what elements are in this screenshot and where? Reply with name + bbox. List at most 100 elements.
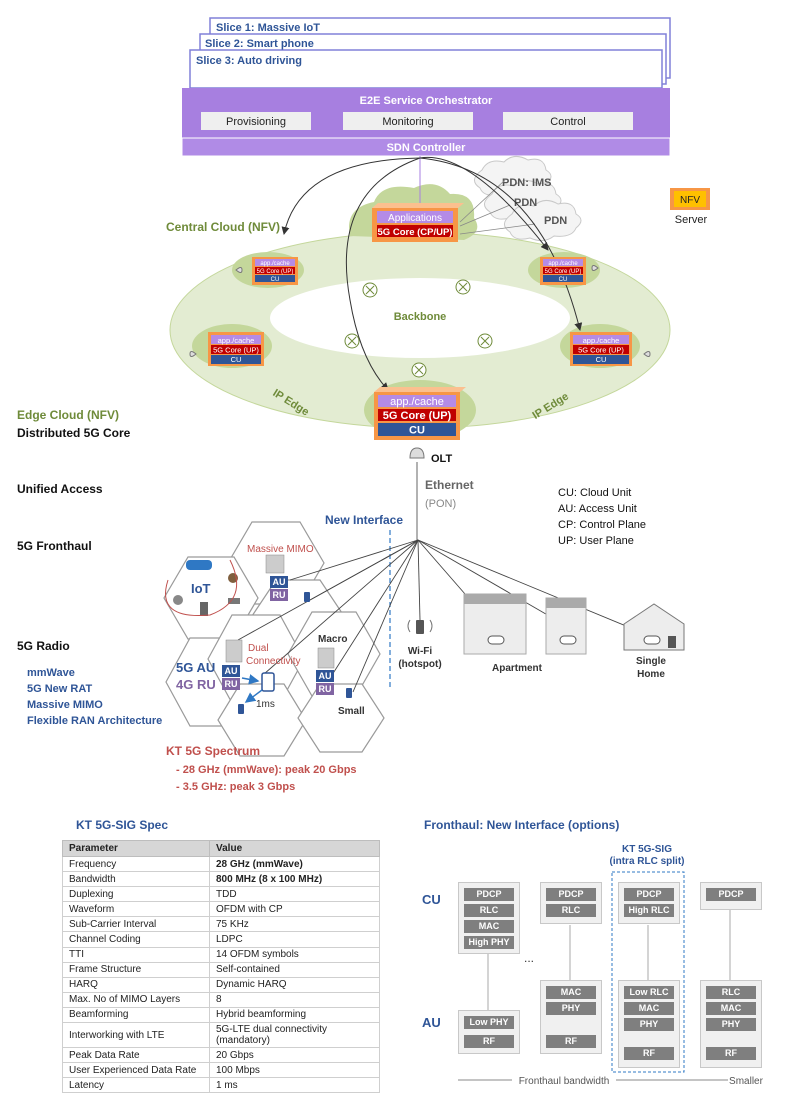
server-legend-label: Server [675,214,708,226]
massive-mimo-label: Massive MIMO [247,544,314,555]
spec-value: 28 GHz (mmWave) [209,855,380,873]
spec-param: Latency [62,1077,210,1094]
home-label-2: Home [637,669,665,680]
au-big-label: 5G AU [176,660,215,675]
macro-label: Macro [318,634,347,645]
tl-core-label: 5G Core (UP) [257,269,294,275]
wifi-ap-icon [416,620,424,634]
monitoring-label: Monitoring [382,116,433,128]
option-2-cu: PDCP RLC [540,882,602,924]
tr-app-label: app./cache [548,261,578,267]
small-cell-icons [238,592,352,714]
spec-header-value: Value [209,840,380,857]
au-label-2: AU [225,666,238,676]
edge-server-top-right: app./cache 5G Core (UP) CU [540,257,586,285]
iot-link-curve [165,559,238,617]
provisioning-box [201,112,311,130]
spec-param: Sub-Carrier Interval [62,916,210,933]
l-core-label: 5G Core (UP) [213,346,259,355]
option-connectors [487,910,731,1010]
monitoring-box [343,112,473,130]
control-box [503,112,633,130]
spec-param: Frame Structure [62,961,210,978]
spec-param: Duplexing [62,886,210,903]
l-app-label: app./cache [218,336,255,345]
option-3-au-item: PHY [624,1018,674,1031]
feature-flexible-ran: Flexible RAN Architecture [27,715,162,727]
latency-label: 1ms [256,699,275,710]
option-2-cu-item: RLC [546,904,596,917]
olt-label: OLT [431,453,452,465]
legend-cu: CU: Cloud Unit [558,487,631,499]
control-label: Control [550,116,585,128]
b-core-label: 5G Core (UP) [383,410,452,422]
radio-label: 5G Radio [17,639,70,653]
spec-param: Beamforming [62,1006,210,1024]
small-label: Small [338,706,365,717]
dc-arrow-1 [241,674,260,685]
edge-server-left: app./cache 5G Core (UP) CU [208,332,264,366]
ru-label-3: RU [319,684,332,694]
pdn-label-1: PDN [514,197,537,209]
spec-header-param: Parameter [62,840,210,857]
slice-3-box [189,49,663,89]
tl-cu-label: CU [271,277,280,283]
spec-param: Frequency [62,855,210,873]
nfv-legend-label: NFV [680,195,700,206]
spectrum-item-2: - 3.5 GHz: peak 3 Gbps [176,781,295,793]
spec-param: Waveform [62,901,210,918]
cu-row-label: CU [422,892,441,907]
option-1-cu: PDCP RLC MAC High PHY [458,882,520,954]
option-1-au-item: Low PHY [464,1016,514,1029]
central-server: Applications 5G Core (CP/UP) [372,203,464,242]
r-cu-label: CU [596,355,607,364]
central-core-label: 5G Core (CP/UP) [378,227,453,238]
option-4-au-item: RF [706,1047,756,1060]
handset-icon [261,672,275,692]
option-2-cu-item: PDCP [546,888,596,901]
iot-label: IoT [191,581,211,596]
spectrum-item-1: - 28 GHz (mmWave): peak 20 Gbps [176,764,357,776]
r-core-label: 5G Core (UP) [578,346,624,355]
tl-app-label: app./cache [260,261,290,267]
unified-access-label: Unified Access [17,482,103,496]
orchestrator: E2E Service Orchestrator Provisioning Mo… [181,88,671,157]
slice-1-label: Slice 1: Massive IoT [216,22,320,34]
spec-value: 8 [209,991,380,1008]
home-label-1: Single [636,656,666,667]
central-cloud-label: Central Cloud (NFV) [166,220,280,234]
tr-cu-label: CU [559,277,568,283]
spec-value: 100 Mbps [209,1062,380,1079]
legend-cp: CP: Control Plane [558,519,646,531]
slice-stack: Slice 1: Massive IoT Slice 2: Smart phon… [189,17,671,89]
ru-label-1: RU [273,590,286,600]
option-3-cu-item: PDCP [624,888,674,901]
spec-param: HARQ [62,976,210,993]
spec-value: Dynamic HARQ [209,976,380,993]
smaller-label: Smaller [729,1076,764,1087]
nfv-legend: NFV Server [670,188,710,226]
option-3-cu-item: High RLC [624,904,674,917]
spec-value: Self-contained [209,961,380,978]
dual-connectivity-label-1: Dual [248,643,269,654]
sdn-controller-label: SDN Controller [387,142,467,154]
option-3-au: Low RLC MAC PHY RF [618,980,680,1068]
option-3-cu: PDCP High RLC [618,882,680,924]
wifi-label: Wi-Fi [408,646,433,657]
edge-cloud-label: Edge Cloud (NFV) [17,408,119,422]
backbone-label: Backbone [394,311,447,323]
spec-param: Bandwidth [62,871,210,888]
sdn-arrows [281,156,583,391]
olt-icon [409,447,425,459]
